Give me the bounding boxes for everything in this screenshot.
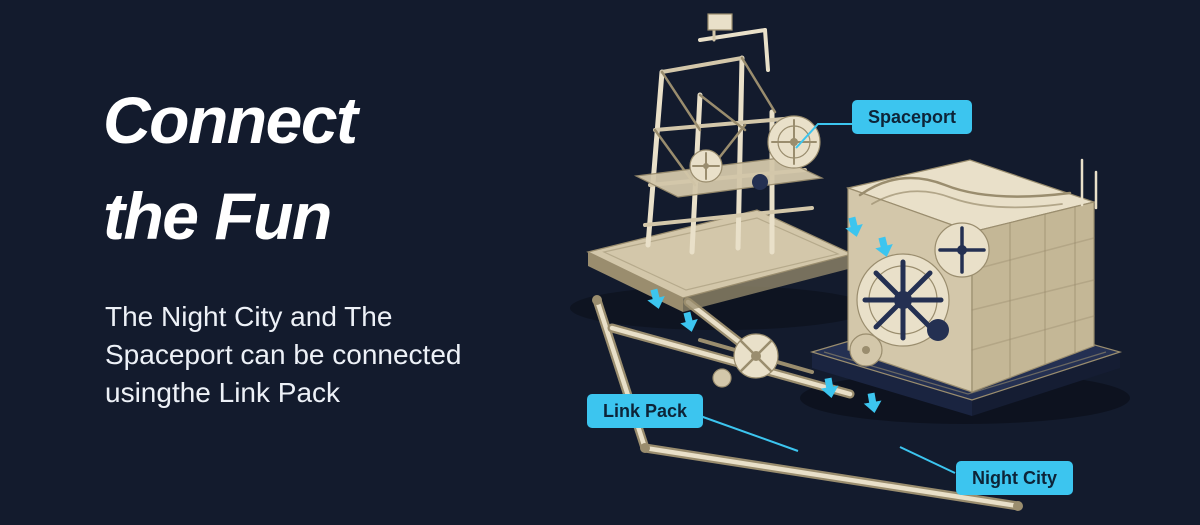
- heading-line-2: the Fun: [103, 179, 332, 253]
- callout-night-city: Night City: [956, 461, 1073, 495]
- description-line-1: The Night City and The: [105, 301, 393, 332]
- callout-spaceport: Spaceport: [852, 100, 973, 134]
- spaceport-gear-large: [767, 115, 821, 169]
- spaceport-illustration: [586, 13, 854, 312]
- night-city-illustration: [809, 158, 1123, 416]
- night-city-navy-wheel: [927, 319, 949, 341]
- night-city-gear-medium: [934, 222, 990, 278]
- heading-line-1: Connect: [103, 83, 358, 157]
- direction-arrows: [645, 215, 896, 415]
- down-arrow-icon: [819, 376, 841, 400]
- down-arrow-icon: [678, 310, 701, 335]
- banner-description: The Night City and The Spaceport can be …: [105, 298, 461, 412]
- crane-arm: [698, 13, 770, 72]
- spaceport-navy-wheel: [752, 174, 768, 190]
- callout-link-pack: Link Pack: [587, 394, 704, 428]
- callout-lines: [688, 123, 956, 474]
- banner-heading: Connect the Fun: [103, 72, 358, 264]
- link-gear-mechanism: [698, 333, 814, 388]
- description-line-2: Spaceport can be connected: [105, 339, 462, 370]
- night-city-callout-line: [899, 446, 956, 474]
- down-arrow-icon: [873, 235, 896, 260]
- spaceport-callout-line: [795, 123, 852, 149]
- down-arrow-icon: [645, 287, 668, 312]
- down-arrow-icon: [843, 215, 866, 240]
- night-city-gear-small: [849, 333, 883, 367]
- link-pack-callout-line: [688, 411, 799, 452]
- description-line-3: usingthe Link Pack: [105, 377, 341, 408]
- night-city-gear-large: [856, 253, 950, 347]
- spaceport-gear-small: [689, 149, 723, 183]
- down-arrow-icon: [862, 391, 884, 415]
